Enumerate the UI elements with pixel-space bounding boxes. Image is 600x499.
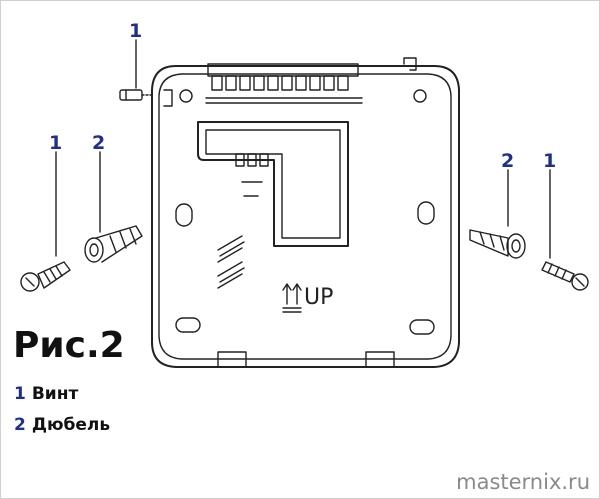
- callout-number-dowel-right: 2: [501, 150, 515, 172]
- callout-number-screw-top: 1: [129, 20, 143, 42]
- terminal-teeth: [211, 75, 349, 91]
- legend-text: Винт: [31, 384, 79, 404]
- dowel-left: [84, 225, 143, 263]
- up-label: UP: [304, 285, 333, 310]
- legend-number: 2: [14, 415, 26, 435]
- callout-number-screw-right: 1: [543, 150, 557, 172]
- screw-right: [541, 261, 589, 291]
- back-plate: [151, 57, 460, 368]
- legend-number: 1: [14, 384, 26, 404]
- legend-text: Дюбель: [31, 415, 111, 435]
- callout-number-dowel-left: 2: [92, 132, 106, 154]
- watermark: masternix.ru: [456, 470, 590, 494]
- figure-title: Рис.2: [13, 325, 125, 366]
- callout-number-screw-left: 1: [49, 132, 63, 154]
- up-arrows-icon: [282, 283, 302, 313]
- screw-top: [119, 89, 153, 101]
- diagonal-ribs: [217, 235, 245, 289]
- screw-left: [20, 261, 71, 292]
- dowel-right: [469, 229, 526, 259]
